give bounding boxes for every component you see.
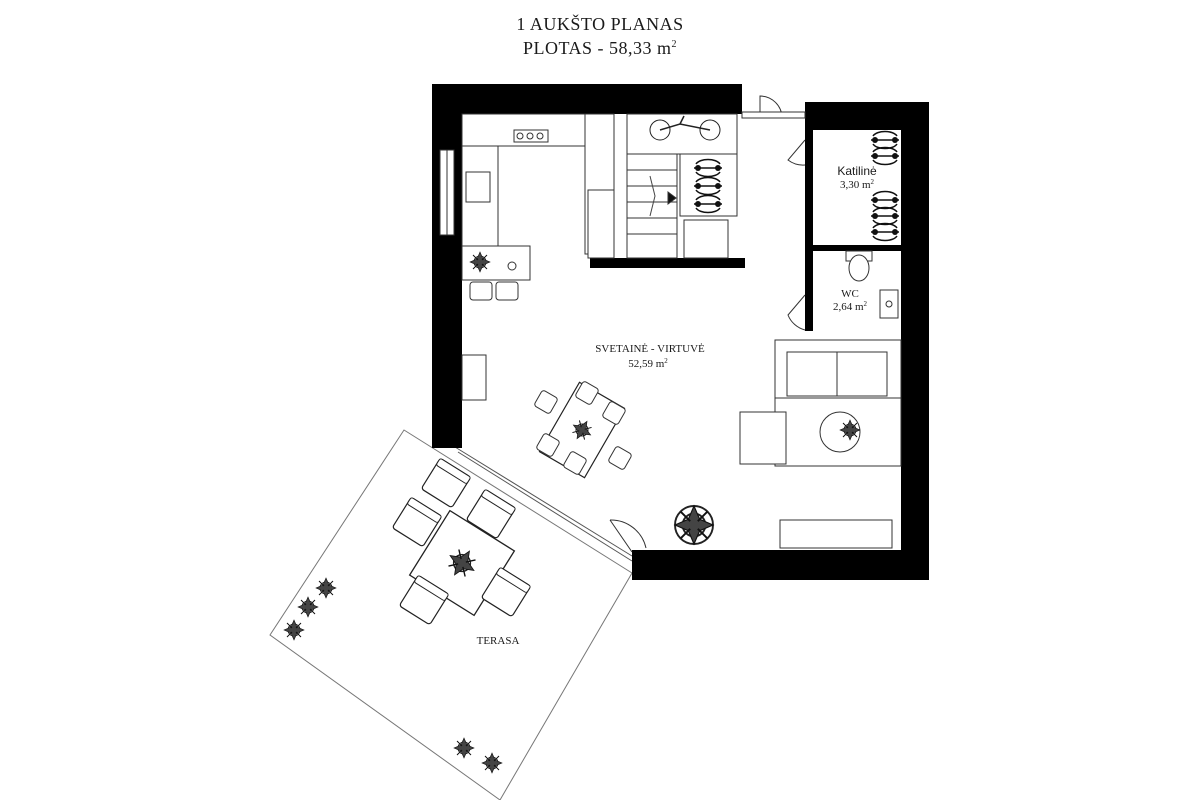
window-left — [439, 149, 455, 236]
kitchen-plant — [469, 251, 491, 273]
svg-text:2,64 m2: 2,64 m2 — [833, 300, 868, 313]
svg-text:WC: WC — [841, 288, 859, 300]
svg-text:Katilinė: Katilinė — [837, 164, 877, 178]
tv-unit — [779, 519, 893, 549]
staircase — [626, 113, 738, 259]
dining-chairs — [534, 381, 632, 475]
plan-title: 1 AUKŠTO PLANAS — [516, 14, 684, 34]
wc-door[interactable] — [787, 294, 806, 331]
dining-table — [538, 381, 626, 479]
shoe-rack — [693, 158, 723, 214]
svg-text:SVETAINĖ - VIRTUVĖ: SVETAINĖ - VIRTUVĖ — [595, 343, 705, 355]
label-terrace: TERASA — [477, 635, 520, 647]
walls — [432, 84, 929, 580]
coffee-plant — [839, 419, 861, 441]
entrance-door[interactable] — [741, 95, 806, 119]
plan-area: PLOTAS - 58,33 m2 — [522, 38, 678, 58]
bike — [649, 115, 721, 141]
wc-fixtures — [845, 250, 899, 319]
svg-text:TERASA: TERASA — [477, 635, 520, 647]
floor-plant — [674, 505, 714, 545]
terrace — [269, 429, 633, 800]
svg-text:3,30 m2: 3,30 m2 — [840, 178, 875, 191]
boiler-door[interactable] — [787, 139, 806, 166]
label-boiler: Katilinė 3,30 m2 — [837, 164, 877, 191]
patio-door[interactable] — [609, 519, 647, 553]
kitchen — [461, 113, 615, 401]
label-living: SVETAINĖ - VIRTUVĖ 52,59 m2 — [595, 343, 705, 370]
boiler-decor — [870, 130, 900, 242]
label-wc: WC 2,64 m2 — [833, 288, 868, 313]
sofa — [739, 339, 902, 467]
svg-text:52,59 m2: 52,59 m2 — [628, 357, 668, 370]
kitchen-lamp — [507, 261, 517, 271]
